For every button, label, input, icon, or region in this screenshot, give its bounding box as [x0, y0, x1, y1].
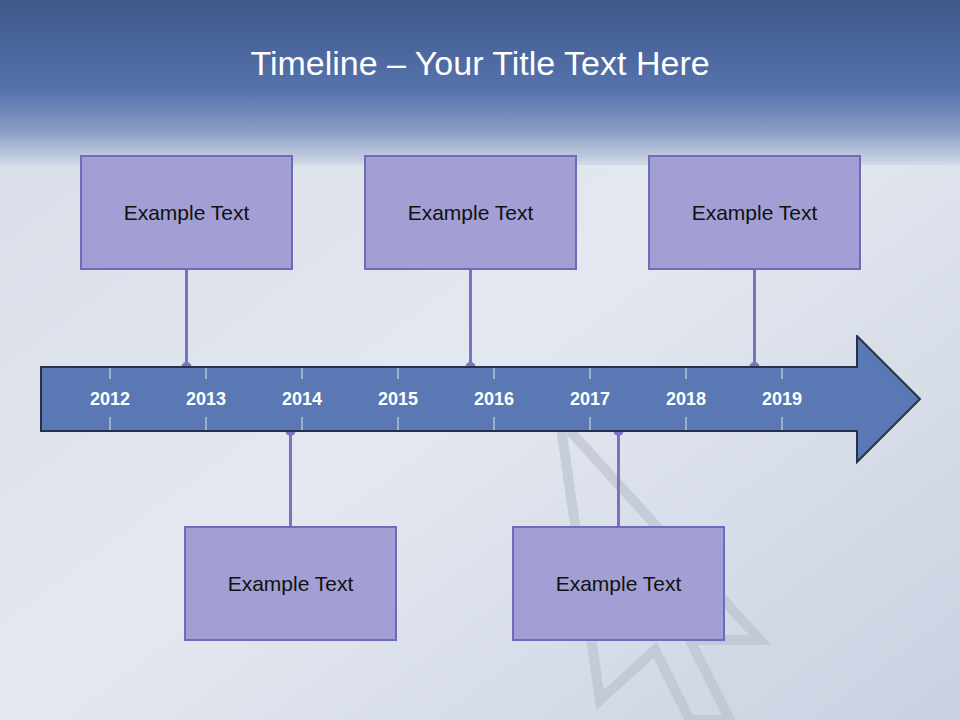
event-box: Example Text — [184, 526, 397, 641]
timeline-connector — [286, 426, 296, 526]
year-label: 2018 — [638, 388, 734, 410]
year-label: 2016 — [446, 388, 542, 410]
event-text: Example Text — [692, 201, 818, 225]
year-label: 2019 — [734, 388, 830, 410]
year-label: 2012 — [62, 388, 158, 410]
event-box: Example Text — [80, 155, 293, 270]
year-label: 2017 — [542, 388, 638, 410]
event-box: Example Text — [364, 155, 577, 270]
timeline-connector — [182, 270, 192, 372]
year-label: 2013 — [158, 388, 254, 410]
year-label: 2014 — [254, 388, 350, 410]
year-row: 20122013201420152016201720182019 — [62, 388, 830, 410]
timeline-arrow: 20122013201420152016201720182019 — [40, 335, 922, 465]
timeline-connector — [466, 270, 476, 372]
event-box: Example Text — [648, 155, 861, 270]
event-text: Example Text — [228, 572, 354, 596]
event-text: Example Text — [408, 201, 534, 225]
timeline-connector — [614, 426, 624, 526]
event-box: Example Text — [512, 526, 725, 641]
year-label: 2015 — [350, 388, 446, 410]
event-text: Example Text — [124, 201, 250, 225]
slide-title: Timeline – Your Title Text Here — [0, 44, 960, 83]
timeline-connector — [750, 270, 760, 372]
event-text: Example Text — [556, 572, 682, 596]
